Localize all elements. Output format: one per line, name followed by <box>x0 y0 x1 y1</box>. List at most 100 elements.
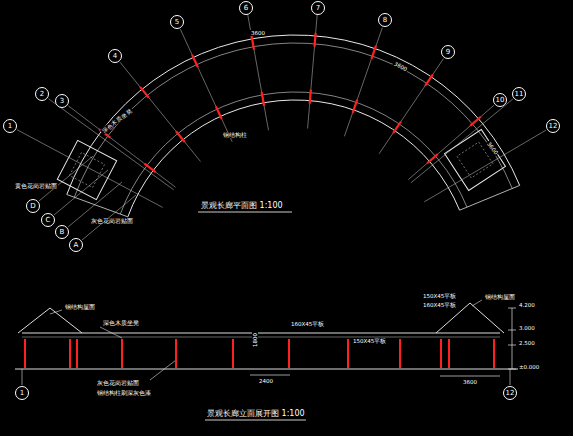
callout-circle: 1 <box>15 386 29 400</box>
corridor-end <box>460 185 520 210</box>
axis-line <box>247 13 268 130</box>
roof-line <box>22 333 500 334</box>
column-mark <box>216 106 222 119</box>
callout-number: 1 <box>20 390 24 397</box>
column-mark <box>314 33 315 47</box>
column-mark <box>470 117 481 126</box>
column-post <box>76 339 78 368</box>
leader-line <box>150 360 176 380</box>
roof-line <box>22 337 500 338</box>
dimension-text: 2.500 <box>518 340 536 346</box>
dimension-text: 2400 <box>258 378 274 384</box>
title-underline <box>205 420 306 421</box>
note-text: 钢结构屋面 <box>64 304 96 310</box>
column-mark <box>145 164 156 172</box>
callout-circle: 6 <box>239 1 253 15</box>
callout-circle: 5 <box>170 15 184 29</box>
column-post <box>24 339 26 368</box>
column-mark <box>192 55 198 68</box>
callout-circle: 10 <box>493 93 507 107</box>
level-tick <box>508 330 516 331</box>
column-mark <box>393 121 401 133</box>
leader-line <box>100 327 122 338</box>
callout-number: D <box>30 203 35 210</box>
note-text: 钢结构柱刷深灰色漆 <box>96 390 152 396</box>
column-post <box>121 339 123 368</box>
callout-number: 11 <box>515 91 524 98</box>
column-post <box>399 339 401 368</box>
callout-number: 9 <box>446 49 450 56</box>
note-text: 160X45平板 <box>290 321 325 327</box>
axis-line <box>17 130 163 208</box>
column-mark <box>140 87 149 98</box>
callout-circle: 7 <box>311 1 325 15</box>
dimension-text: 3.000 <box>518 325 536 331</box>
callout-number: 1 <box>8 123 12 130</box>
corridor-arc <box>67 35 520 194</box>
note-text: 钢结构屋面 <box>484 294 516 300</box>
callout-circle: C <box>41 213 55 227</box>
callout-circle: 2 <box>35 87 49 101</box>
axis-line <box>379 59 443 154</box>
note-text: 150X45平板 <box>422 293 457 299</box>
pavilion-outline <box>445 130 506 191</box>
column-post <box>175 339 177 368</box>
column-post <box>448 339 450 368</box>
axis-line <box>68 106 175 187</box>
dimension-line <box>512 308 513 369</box>
callout-circle: A <box>69 238 83 252</box>
drawing-title: 景观长廊平面图 1:100 <box>200 202 284 211</box>
corridor-arc <box>74 43 512 197</box>
callout-circle: 8 <box>378 13 392 27</box>
level-tick <box>508 308 516 309</box>
dimension-text: ±0.000 <box>518 364 540 370</box>
axis-line <box>424 130 546 202</box>
leader-line <box>472 300 482 306</box>
callout-circle: 11 <box>512 87 526 101</box>
callout-number: B <box>60 229 65 236</box>
callout-circle: 3 <box>55 94 69 108</box>
callout-circle: 12 <box>503 386 517 400</box>
drawing-title: 景观长廊立面展开图 1:100 <box>206 410 306 419</box>
corridor-arc <box>128 100 460 217</box>
note-text: 灰色花岗岩贴面 <box>96 380 140 386</box>
callout-number: 2 <box>40 91 44 98</box>
axis-line <box>344 28 382 137</box>
dimension-text: 4.200 <box>518 302 536 308</box>
note-text: 灰色花岗岩贴面 <box>90 218 134 224</box>
callout-number: 5 <box>175 19 179 26</box>
callout-circle: 1 <box>3 119 17 133</box>
callout-number: A <box>74 242 79 249</box>
callout-circle: B <box>55 225 69 239</box>
column-post <box>288 339 290 368</box>
dimension-text: 3600 <box>250 30 266 36</box>
note-text: 钢结构柱 <box>222 132 248 138</box>
ground-line <box>15 369 540 370</box>
level-tick <box>508 345 516 346</box>
column-mark <box>252 36 254 50</box>
callout-circle: 4 <box>108 49 122 63</box>
axis-line <box>22 369 23 385</box>
level-tick <box>508 369 516 370</box>
note-text: 深色木质坐凳 <box>100 107 134 135</box>
callout-number: 8 <box>383 17 387 24</box>
callout-circle: 12 <box>546 119 560 133</box>
column-post <box>347 339 349 368</box>
pavilion-roof <box>18 308 82 333</box>
axis-line <box>82 195 136 240</box>
axis-line <box>308 13 318 129</box>
callout-number: 10 <box>496 97 505 104</box>
dimension-text: 1800 <box>252 332 258 348</box>
callout-number: 7 <box>316 5 320 12</box>
axis-line <box>54 170 108 215</box>
note-text: 150X45平板 <box>352 338 387 344</box>
axis-line <box>180 29 232 142</box>
axis-line <box>510 369 511 385</box>
callout-number: 12 <box>549 123 558 130</box>
dimension-text: 3600 <box>462 379 478 385</box>
column-mark <box>176 131 185 142</box>
column-post <box>69 339 71 368</box>
note-text: 深色木质坐凳 <box>102 320 140 326</box>
